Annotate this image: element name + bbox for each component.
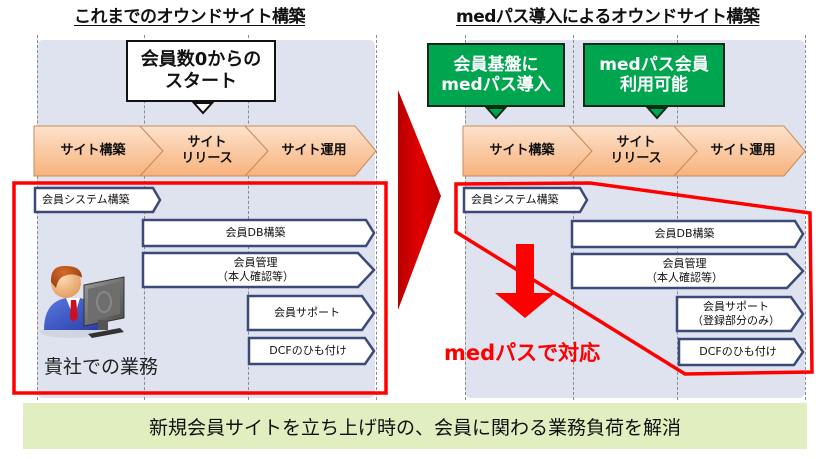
- left-task-shape-4: [246, 294, 376, 332]
- left-callout: 会員数0からの スタート: [126, 40, 276, 102]
- right-task-shape-5: [677, 337, 805, 367]
- left-task-shape-2: [141, 218, 376, 248]
- right-callout-1: 会員基盤に medパス導入: [427, 43, 565, 107]
- right-callout-2: medパス会員 利用可能: [583, 43, 725, 107]
- left-phase-chevrons: [33, 125, 377, 177]
- right-callout-2-line-2: 利用可能: [619, 75, 688, 95]
- left-task-label-1: 会員システム構築: [42, 193, 130, 207]
- right-task-label-5: DCFのひも付け: [699, 345, 777, 359]
- right-task-shape-2: [570, 219, 805, 249]
- right-task-label-4: 会員サポート（登録部分のみ）: [692, 300, 780, 327]
- right-phase-divider-1: [465, 35, 466, 400]
- left-callout-line-2: スタート: [165, 71, 237, 92]
- right-task-label-1: 会員システム構築: [471, 193, 559, 207]
- right-task-label-3: 会員管理（本人確認等）: [646, 257, 723, 284]
- left-task-label-5: DCFのひも付け: [269, 344, 347, 358]
- left-task-label-4: 会員サポート: [274, 306, 340, 320]
- right-callout-1-line-2: medパス導入: [441, 75, 551, 95]
- handled-by-medpass-label: medパスで対応: [444, 341, 601, 365]
- right-callout-pointer-2: [645, 107, 669, 120]
- left-task-label-3: 会員管理（本人確認等）: [217, 256, 294, 283]
- right-highlight-outline: [454, 181, 814, 376]
- left-phase-chevron-3: [243, 125, 377, 177]
- down-arrow-icon: [495, 244, 555, 318]
- left-callout-pointer: [191, 102, 215, 115]
- left-phase-divider-2: [144, 35, 145, 400]
- right-task-shape-1: [462, 186, 589, 214]
- workload-label: 貴社での業務: [44, 356, 159, 378]
- right-task-label-2: 会員DB構築: [654, 227, 715, 241]
- right-callout-1-line-1: 会員基盤に: [453, 54, 539, 75]
- right-phase-label-2: サイトリリース: [610, 135, 662, 166]
- right-task-shapes: [462, 186, 805, 367]
- left-task-shape-5: [247, 336, 376, 366]
- right-phase-chevron-3: [672, 125, 806, 177]
- right-panel-title: medパス導入によるオウンドサイト構築: [456, 7, 760, 27]
- summary-banner: 新規会員サイトを立ち上げ時の、会員に関わる業務負荷を解消: [23, 403, 807, 449]
- right-callout-pointer-1: [484, 107, 508, 120]
- left-phase-divider-3: [248, 35, 249, 400]
- person-at-computer-icon: [40, 265, 125, 338]
- right-phase-chevrons: [462, 125, 806, 177]
- right-phase-label-3: サイト運用: [710, 143, 776, 159]
- right-phase-divider-4: [805, 35, 806, 400]
- right-callout-2-line-1: medパス会員: [599, 54, 709, 75]
- right-phase-divider-3: [677, 35, 678, 400]
- left-task-shape-1: [33, 186, 162, 214]
- summary-text: 新規会員サイトを立ち上げ時の、会員に関わる業務負荷を解消: [148, 416, 681, 439]
- left-phase-divider-4: [376, 35, 377, 400]
- left-task-shapes: [33, 186, 376, 366]
- right-phase-label-1: サイト構築: [489, 143, 555, 159]
- right-arrow-icon: [398, 90, 441, 310]
- left-phase-label-3: サイト運用: [281, 143, 347, 159]
- left-phase-label-1: サイト構築: [60, 143, 126, 159]
- right-task-shape-3: [570, 252, 805, 290]
- left-highlight-box: [12, 181, 388, 395]
- right-task-shape-4: [675, 295, 805, 333]
- left-task-shape-3: [141, 251, 376, 289]
- left-panel-title: これまでのオウンドサイト構築: [74, 7, 306, 27]
- left-callout-line-1: 会員数0からの: [140, 49, 262, 71]
- left-task-label-2: 会員DB構築: [225, 226, 286, 240]
- right-phase-divider-2: [573, 35, 574, 400]
- left-phase-divider-1: [37, 35, 38, 400]
- left-phase-label-2: サイトリリース: [181, 135, 233, 166]
